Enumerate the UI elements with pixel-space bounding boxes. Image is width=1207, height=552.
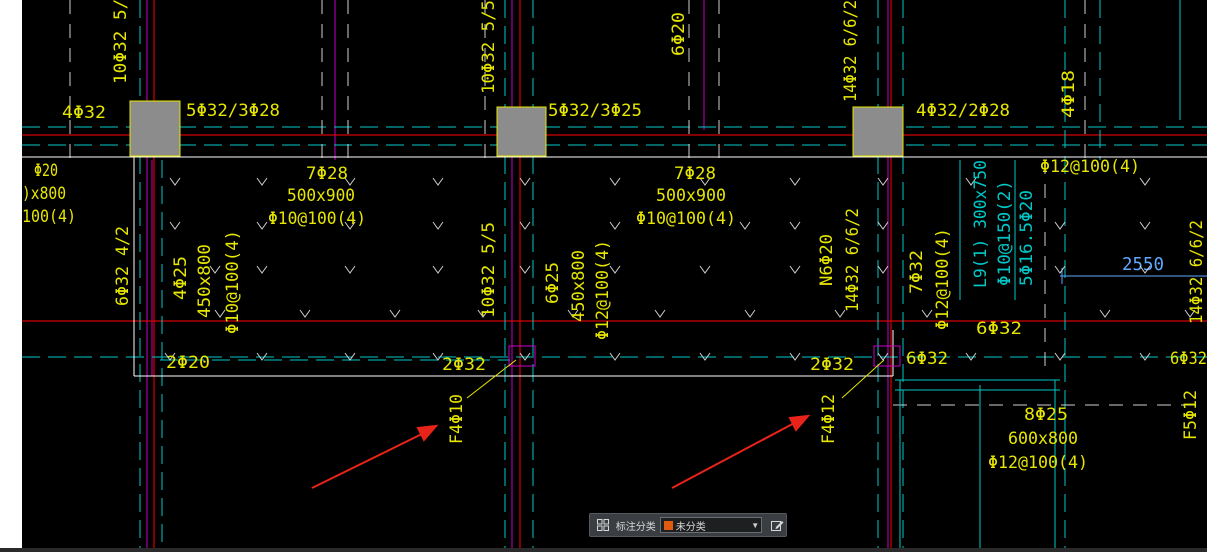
beam-rebar-label[interactable]: 5Φ32/3Φ28: [186, 101, 280, 121]
chevron-down-icon[interactable]: ▼: [751, 520, 760, 530]
beam-size-label[interactable]: 450x800: [569, 250, 589, 322]
beam-stirrup-label[interactable]: Φ10@100(4): [223, 230, 243, 334]
rebar-label[interactable]: F4Φ10: [447, 394, 467, 444]
beam-stirrup-label[interactable]: Φ10@100(4): [268, 209, 366, 229]
rebar-label[interactable]: 2Φ32: [810, 355, 854, 375]
beam-rebar-label[interactable]: 7Φ28: [674, 164, 716, 184]
beam-rebar-label[interactable]: 5Φ32/3Φ25: [548, 101, 642, 121]
rebar-label[interactable]: F5Φ12: [1181, 390, 1201, 440]
category-select[interactable]: 未分类 ▼: [659, 517, 763, 533]
beam-size-label[interactable]: 500x900: [656, 186, 726, 206]
beam-stirrup-label[interactable]: Φ12@100(4): [1040, 157, 1140, 177]
beam-stirrup-label[interactable]: Φ12@100(4): [988, 453, 1088, 473]
rebar-label[interactable]: N6Φ20: [817, 234, 837, 286]
column-rebar-label[interactable]: 10Φ32 5/5: [479, 0, 499, 94]
annotation-toolbar: 标注分类 未分类 ▼: [589, 513, 787, 537]
rebar-label[interactable]: F4Φ12: [819, 394, 839, 444]
rebar-label[interactable]: 4Φ18: [1059, 70, 1079, 118]
grid-icon[interactable]: [594, 516, 612, 534]
column-rebar-label[interactable]: 14Φ32 6/6/2: [841, 0, 861, 102]
beam-rebar-label[interactable]: 7Φ28: [306, 164, 348, 184]
column-block[interactable]: [496, 106, 547, 157]
column-rebar-label[interactable]: 10Φ32 5/5: [479, 222, 499, 318]
secondary-beam-label[interactable]: L9(1) 300x750: [971, 160, 991, 288]
rebar-label[interactable]: 6Φ32: [1170, 349, 1207, 369]
column-block[interactable]: [129, 100, 181, 157]
column-rebar-label[interactable]: 14Φ32 6/6/2: [1187, 220, 1207, 324]
rebar-label[interactable]: 7Φ32: [907, 250, 927, 294]
column-rebar-label[interactable]: 4Φ32: [62, 103, 106, 123]
edit-icon[interactable]: [768, 516, 786, 534]
beam-rebar-label[interactable]: Φ20: [34, 161, 58, 181]
canvas-left-margin: [0, 0, 22, 552]
rebar-label[interactable]: 6Φ32 4/2: [113, 226, 133, 306]
beam-rebar-label[interactable]: 8Φ25: [1024, 405, 1068, 425]
beam-stirrup-label[interactable]: Φ10@100(4): [636, 209, 736, 229]
secondary-beam-stirrup-label[interactable]: Φ10@150(2): [995, 180, 1015, 286]
dimension-label: 2550: [1122, 254, 1164, 275]
beam-size-label[interactable]: 450x800: [195, 244, 215, 318]
column-block[interactable]: [852, 106, 904, 157]
rebar-label[interactable]: 4Φ25: [171, 256, 191, 300]
column-rebar-label[interactable]: 14Φ32 6/6/2: [843, 208, 863, 312]
column-rebar-label[interactable]: 10Φ32 5/5: [111, 0, 131, 84]
bottom-edge-bar: [0, 548, 1207, 552]
rebar-label[interactable]: 6Φ32: [906, 349, 948, 369]
secondary-beam-rebar-label[interactable]: 5Φ16.5Φ20: [1017, 190, 1037, 286]
category-selected-value: 未分类: [675, 521, 706, 533]
category-color-swatch: [663, 520, 673, 530]
slab-load-markers: [164, 177, 1196, 361]
beam-stirrup-label[interactable]: Φ12@100(4): [593, 240, 613, 340]
beam-size-label[interactable]: 500x900: [287, 186, 355, 206]
rebar-label[interactable]: 6Φ32: [976, 319, 1022, 339]
beam-size-label[interactable]: )x800: [22, 184, 66, 204]
beam-stirrup-label[interactable]: Φ12@100(4): [933, 228, 953, 330]
beam-stirrup-label[interactable]: 100(4): [22, 207, 76, 227]
rebar-label[interactable]: 6Φ20: [669, 12, 689, 56]
rebar-label[interactable]: 2Φ32: [442, 355, 486, 375]
beam-rebar-label[interactable]: 4Φ32/2Φ28: [916, 101, 1010, 121]
beam-size-label[interactable]: 600x800: [1008, 429, 1078, 449]
rebar-label[interactable]: 2Φ20: [166, 353, 210, 373]
category-label: 标注分类: [615, 521, 656, 533]
rebar-label[interactable]: 6Φ25: [543, 262, 563, 304]
